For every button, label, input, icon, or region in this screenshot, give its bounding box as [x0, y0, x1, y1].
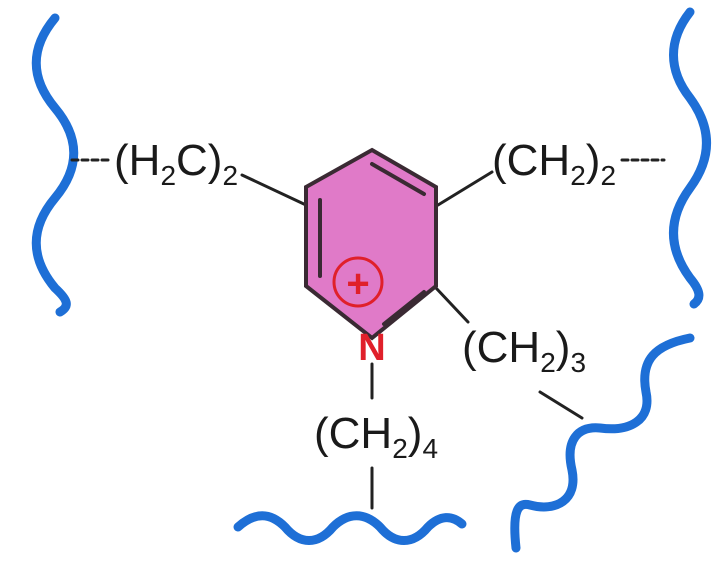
ring-double-bond-top-right — [370, 162, 426, 196]
ring-double-bond-bottom-right — [382, 290, 426, 326]
backbone-bottom-right-wavy — [510, 333, 695, 553]
nitrogen-label: N — [358, 327, 385, 369]
bond-left-chain-to-ring — [240, 173, 308, 207]
positive-charge-sign: + — [346, 262, 369, 306]
pyridinium-ring — [304, 147, 438, 341]
backbone-right-wavy — [669, 7, 711, 309]
side-chain-3-label: (CH2)3 — [462, 323, 586, 378]
bond-ring-to-ch2-3 — [434, 286, 470, 324]
left-chain-label: (H2C)2 — [114, 136, 238, 191]
bond-ch2-3-to-backbone — [538, 390, 584, 420]
positive-charge-circle — [332, 256, 384, 308]
side-chain-4-label: (CH2)4 — [314, 409, 438, 464]
backbone-left-wavy — [31, 13, 79, 317]
backbone-bottom-wavy — [233, 511, 467, 545]
right-chain-label: (CH2)2 — [492, 136, 616, 191]
bond-ring-to-right-chain — [436, 170, 494, 207]
